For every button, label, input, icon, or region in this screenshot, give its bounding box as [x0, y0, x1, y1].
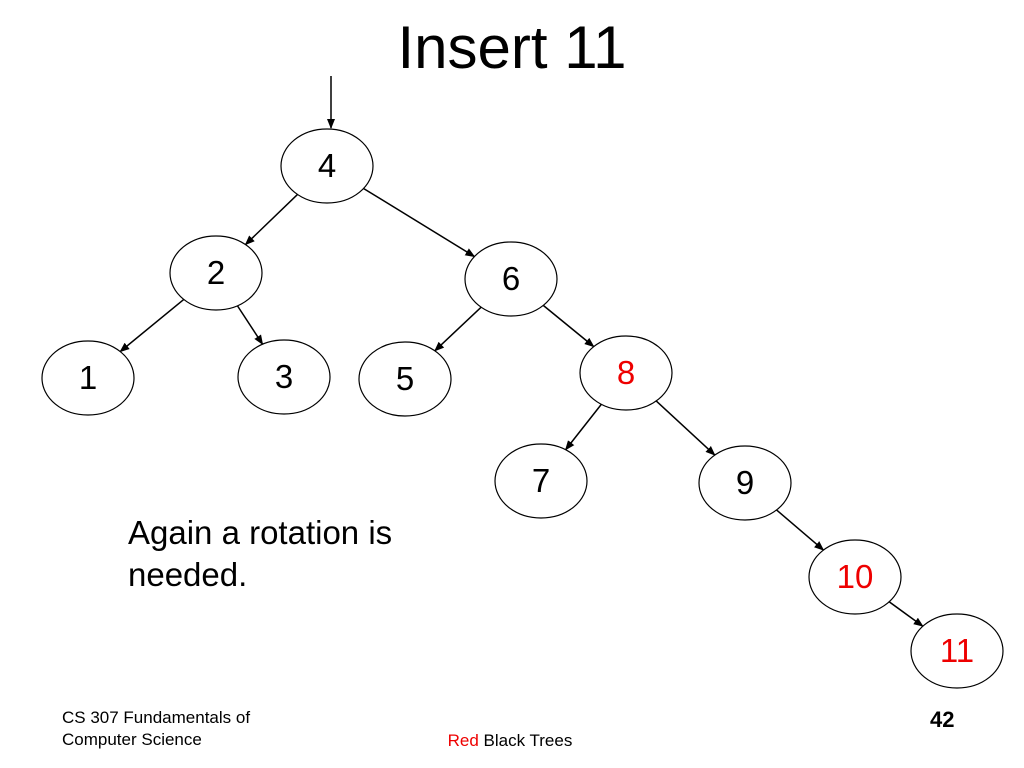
footer-course-line-1: CS 307 Fundamentals of: [62, 708, 251, 727]
footer-course: CS 307 Fundamentals of Computer Science: [62, 707, 322, 751]
tree-node-4: 4: [280, 128, 374, 204]
node-circle-11: [910, 613, 1004, 689]
edge-2-to-1: [119, 298, 185, 353]
node-label-8: 8: [617, 354, 635, 391]
edge-8-to-7: [564, 403, 602, 451]
node-circle-1: [41, 340, 135, 416]
rotation-caption: Again a rotation is needed.: [128, 514, 393, 593]
node-circle-8: [579, 335, 673, 411]
edge-4-to-6: [363, 187, 476, 258]
tree-node-7: 7: [494, 443, 588, 519]
node-circle-4: [280, 128, 374, 204]
red-black-tree-diagram: 4 2 6 1 3 5 8 7 9 10 11: [41, 76, 1004, 689]
node-circle-9: [698, 445, 792, 521]
node-label-7: 7: [532, 462, 550, 499]
node-label-4: 4: [318, 147, 336, 184]
footer-topic-red-word: Red: [447, 731, 479, 750]
node-circle-7: [494, 443, 588, 519]
node-label-10: 10: [837, 558, 874, 595]
node-label-3: 3: [275, 358, 293, 395]
node-circle-10: [808, 539, 902, 615]
node-label-1: 1: [79, 359, 97, 396]
edge-8-to-9: [655, 400, 716, 456]
footer-topic: Red Black Trees: [0, 731, 1024, 751]
tree-node-11: 11: [910, 613, 1004, 689]
edge-9-to-10: [776, 509, 825, 551]
edge-4-to-2: [244, 193, 299, 246]
node-label-6: 6: [502, 260, 520, 297]
page-number: 42: [930, 707, 955, 732]
edge-10-to-11: [888, 601, 924, 627]
node-circle-6: [464, 241, 558, 317]
node-label-9: 9: [736, 464, 754, 501]
edge-6-to-8: [542, 304, 595, 348]
tree-node-5: 5: [358, 341, 452, 417]
tree-node-6: 6: [464, 241, 558, 317]
node-label-11: 11: [940, 632, 974, 669]
footer-topic-rest: Black Trees: [478, 731, 573, 750]
tree-node-9: 9: [698, 445, 792, 521]
slide-title: Insert 11: [397, 14, 627, 81]
node-circle-5: [358, 341, 452, 417]
edge-2-to-3: [236, 305, 264, 346]
tree-node-1: 1: [41, 340, 135, 416]
node-label-5: 5: [396, 360, 414, 397]
node-circle-2: [169, 235, 263, 311]
tree-node-2: 2: [169, 235, 263, 311]
tree-node-8: 8: [579, 335, 673, 411]
node-circle-3: [237, 339, 331, 415]
footer-course-line-2: Computer Science: [62, 730, 202, 749]
tree-node-10: 10: [808, 539, 902, 615]
node-label-2: 2: [207, 254, 225, 291]
edge-6-to-5: [434, 306, 482, 352]
tree-node-3: 3: [237, 339, 331, 415]
